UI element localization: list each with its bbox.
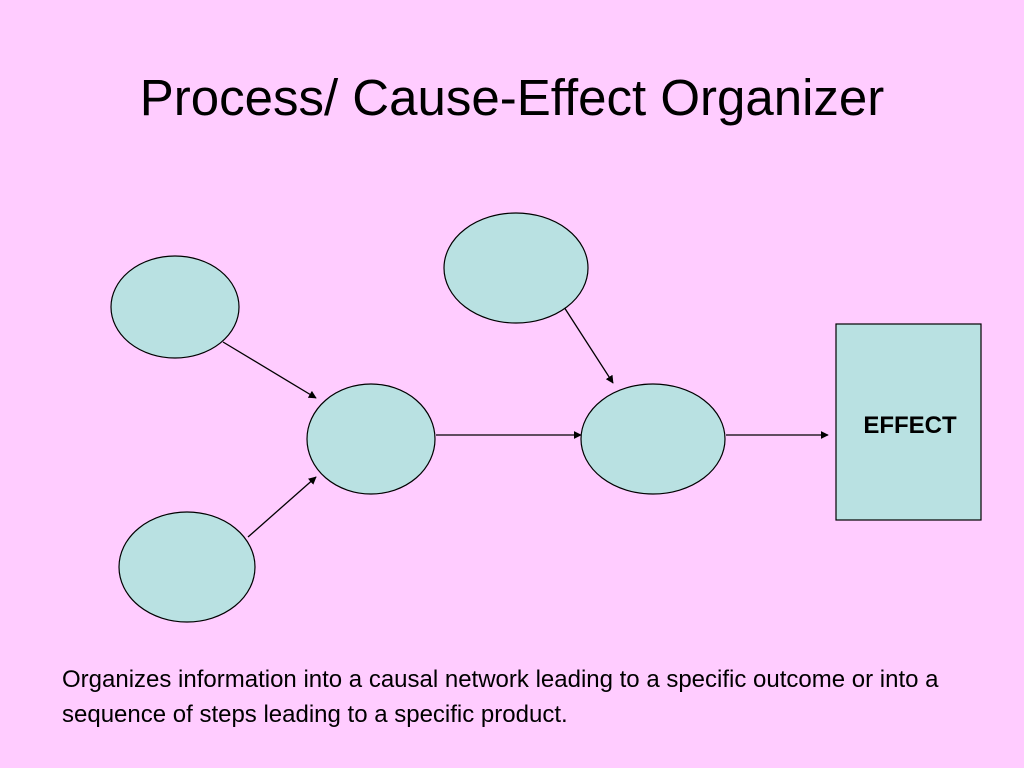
arrow-cause-bottom-left-to-step-one	[247, 476, 317, 538]
step-node-one	[306, 383, 436, 495]
slide-title: Process/ Cause-Effect Organizer	[139, 69, 885, 126]
effect-box	[835, 323, 982, 521]
caption: Organizes information into a causal netw…	[62, 666, 939, 728]
step-node-two	[580, 383, 726, 495]
arrow-cause-top-to-step-two	[563, 306, 614, 384]
cause-node-bottom-left	[118, 511, 256, 623]
cause-node-top	[443, 212, 589, 324]
cause-node-top-left	[110, 255, 240, 359]
effect-label: EFFECT	[863, 412, 957, 439]
arrow-cause-top-left-to-step-one	[222, 341, 317, 399]
